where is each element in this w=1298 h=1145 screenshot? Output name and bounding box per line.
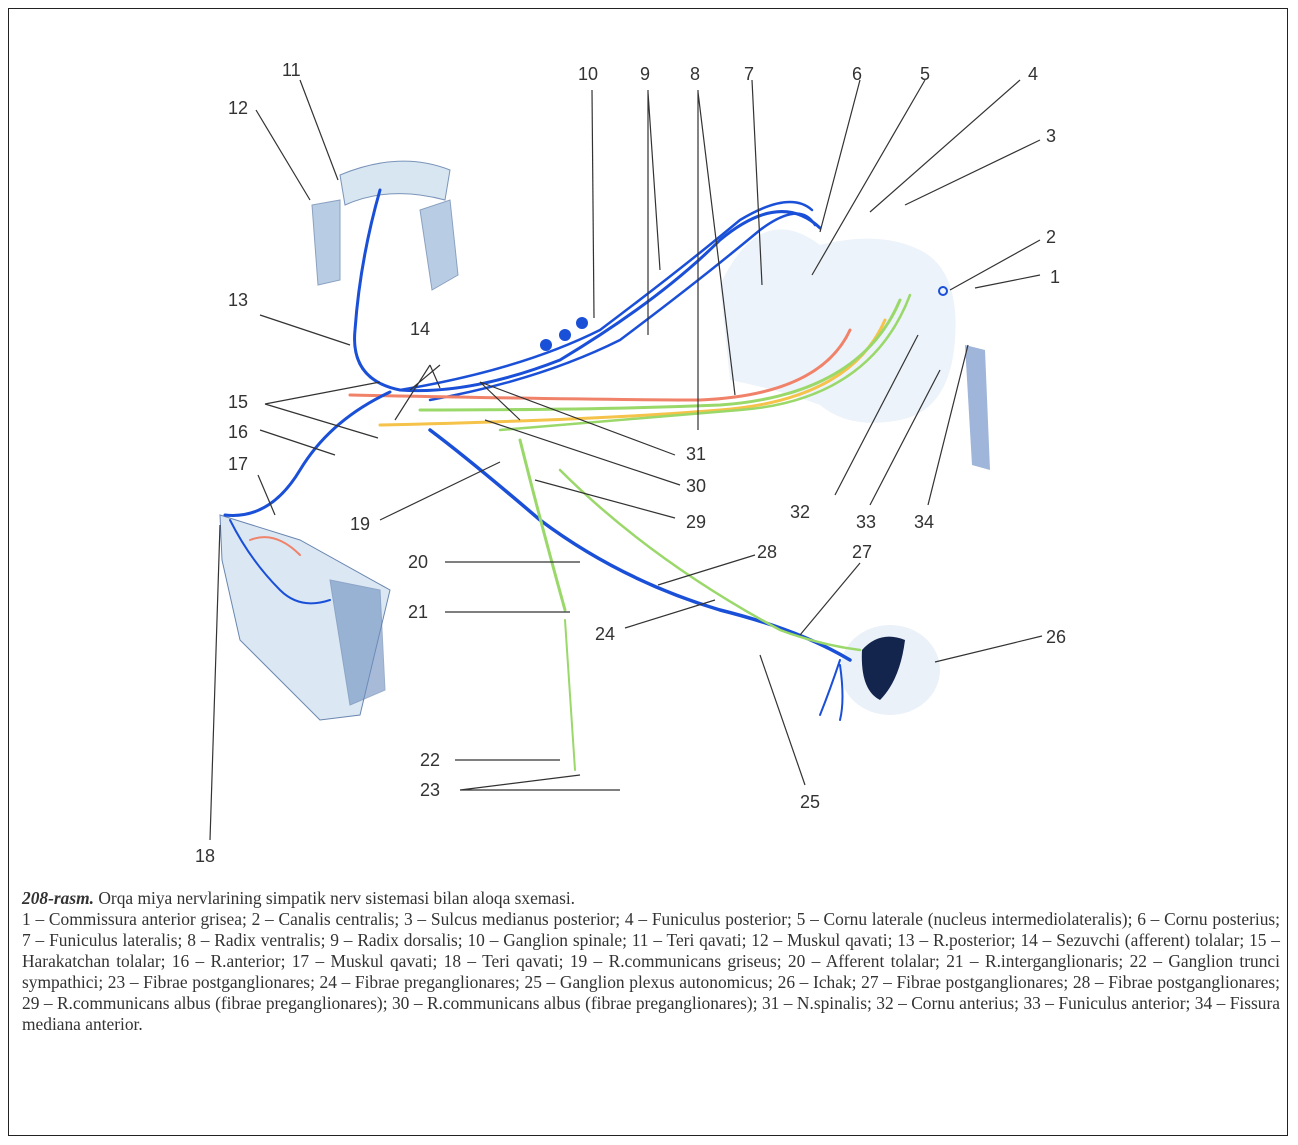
skin-branch — [229, 519, 331, 605]
label-19: 19 — [350, 514, 370, 534]
label-32: 32 — [790, 502, 810, 522]
nerve-fibres — [223, 188, 912, 771]
label-28: 28 — [757, 542, 777, 562]
preganglionic-fibre — [418, 298, 902, 412]
label-16: 16 — [228, 422, 248, 442]
label-24: 24 — [595, 624, 615, 644]
label-29: 29 — [686, 512, 706, 532]
caption-legend: 1 – Commissura anterior grisea; 2 – Cana… — [22, 909, 1280, 1034]
label-4: 4 — [1028, 64, 1038, 84]
label-18: 18 — [195, 846, 215, 866]
caption-title: Orqa miya nervlarining simpatik nerv sis… — [98, 888, 576, 908]
label-12: 12 — [228, 98, 248, 118]
label-34: 34 — [914, 512, 934, 532]
label-3: 3 — [1046, 126, 1056, 146]
preganglionic-visceral-fibre — [558, 468, 862, 652]
label-15: 15 — [228, 392, 248, 412]
caption-title-line: 208-rasm. Orqa miya nervlarining simpati… — [22, 888, 575, 908]
figure-frame — [8, 8, 1288, 1136]
interganglionic-fibre — [518, 438, 567, 612]
label-11: 11 — [282, 60, 301, 80]
skin-muscle-block-top — [311, 160, 459, 291]
label-27: 27 — [852, 542, 872, 562]
label-22: 22 — [420, 750, 440, 770]
label-25: 25 — [800, 792, 820, 812]
label-33: 33 — [856, 512, 876, 532]
label-30: 30 — [686, 476, 706, 496]
label-6: 6 — [852, 64, 862, 84]
label-1: 1 — [1050, 267, 1060, 287]
label-2: 2 — [1046, 227, 1056, 247]
dorsal-root-fibre — [398, 200, 814, 392]
sympathetic-trunk — [564, 619, 576, 771]
caption-label: 208-rasm. — [22, 888, 94, 908]
label-23: 23 — [420, 780, 440, 800]
visceral-plexus — [819, 659, 844, 721]
skin-muscle-block-bottom — [219, 514, 391, 721]
spinal-cord-section — [720, 229, 990, 470]
label-10: 10 — [578, 64, 598, 84]
afferent-visceral-fibre — [428, 428, 852, 662]
postganglionic-fibre — [378, 318, 887, 427]
label-7: 7 — [744, 64, 754, 84]
label-13: 13 — [228, 290, 248, 310]
label-14: 14 — [410, 319, 430, 339]
label-8: 8 — [690, 64, 700, 84]
ganglion-spinale-cells — [540, 317, 588, 351]
label-17: 17 — [228, 454, 248, 474]
leader-lines — [209, 79, 1043, 841]
label-21: 21 — [408, 602, 428, 622]
dorsal-root-fibre — [353, 188, 822, 393]
dorsal-root-fibre — [428, 212, 817, 402]
preganglionic-fibre — [498, 293, 912, 432]
muscle-branch — [249, 536, 301, 556]
label-5: 5 — [920, 64, 930, 84]
nerve-diagram: 1 2 3 4 5 6 7 8 9 10 11 12 13 14 15 16 1… — [195, 60, 1066, 866]
label-26: 26 — [1046, 627, 1066, 647]
label-31: 31 — [686, 444, 706, 464]
intestine — [840, 625, 940, 715]
label-20: 20 — [408, 552, 428, 572]
ventral-branch-fibre — [223, 390, 392, 517]
figure-caption: 208-rasm. Orqa miya nervlarining simpati… — [22, 888, 1280, 1035]
figure-number-labels: 1 2 3 4 5 6 7 8 9 10 11 12 13 14 15 16 1… — [195, 60, 1066, 866]
motor-fibre — [348, 328, 852, 402]
label-9: 9 — [640, 64, 650, 84]
